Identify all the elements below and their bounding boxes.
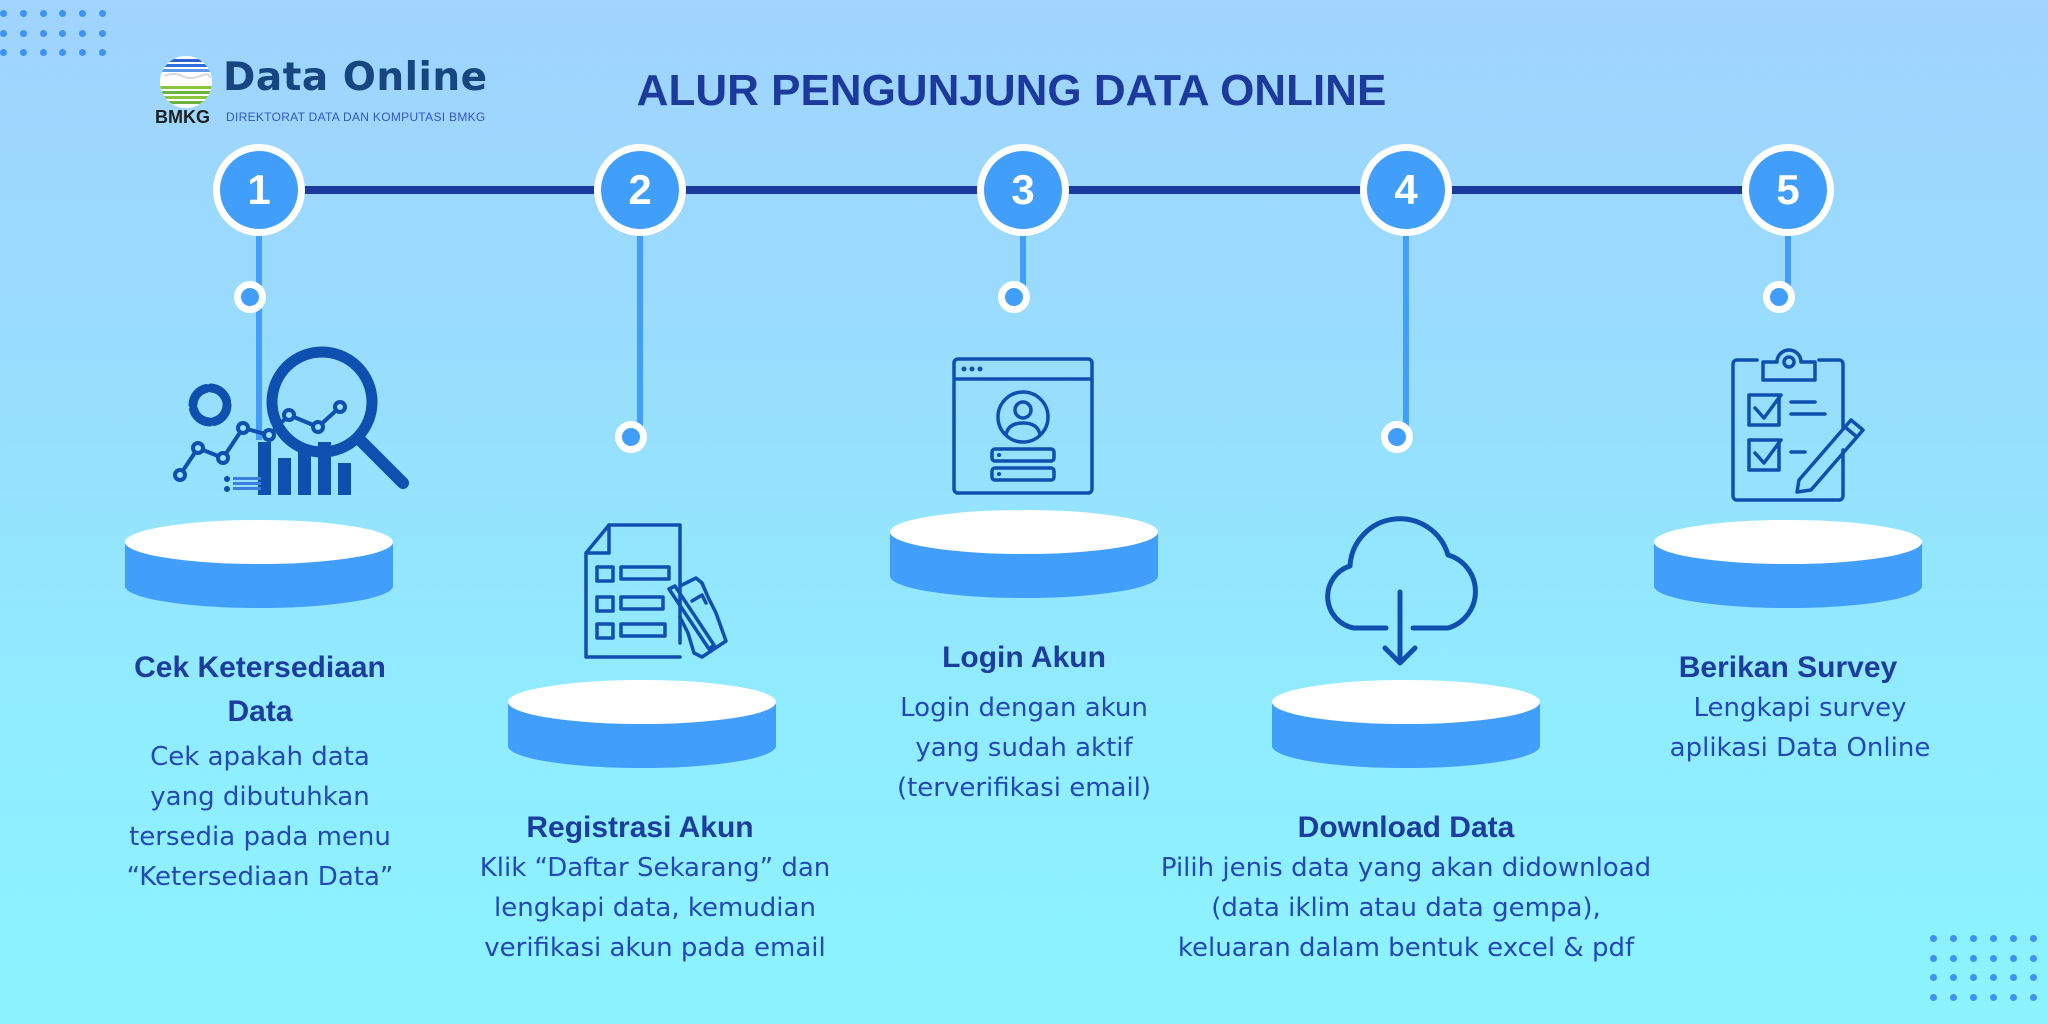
page-title-wrap: ALUR PENGUNJUNG DATA ONLINE (0, 66, 2048, 116)
step-1-description: Cek apakah data yang dibutuhkan tersedia… (80, 737, 440, 897)
logo: Data Online BMKG DIREKTORAT DATA DAN KOM… (155, 52, 495, 132)
logo-org: BMKG (155, 107, 210, 127)
decorative-dot-grid-top-left (0, 10, 119, 69)
step-4-title-line: Download Data (1297, 811, 1515, 844)
step-4-desc-line: Pilih jenis data yang akan didownload (1160, 853, 1652, 883)
step-1-title-line: Cek Ketersediaan (134, 651, 386, 684)
step-3-title-line: Login Akun (942, 641, 1106, 674)
step-1-desc-line: yang dibutuhkan (150, 782, 370, 812)
step-1-desc-line: “Ketersediaan Data” (126, 862, 394, 892)
logo-title-text: Data Online (223, 55, 488, 100)
step-2-number-badge: 2 (594, 144, 686, 236)
step-5-title-line: Berikan Survey (1678, 651, 1898, 684)
step-5-connector (1785, 230, 1791, 300)
step-4-pedestal (1272, 680, 1540, 768)
step-2-desc-line: lengkapi data, kemudian (494, 893, 816, 923)
step-3-desc-line: (terverifikasi email) (896, 773, 1152, 803)
step-2-end-dot (615, 421, 647, 453)
step-2-title: Registrasi Akun (440, 806, 840, 850)
step-5-pedestal (1654, 520, 1922, 608)
bmkg-emblem-icon (160, 56, 212, 108)
analytics-search-icon (170, 345, 440, 495)
step-5-end-dot (1763, 281, 1795, 313)
step-3-number: 3 (1011, 166, 1035, 213)
step-1-number: 1 (247, 166, 271, 213)
decorative-dot-grid-bottom-right (1930, 935, 2048, 1013)
step-2-desc-line: verifikasi akun pada email (484, 933, 826, 963)
step-5-desc-line: Lengkapi survey (1693, 693, 1907, 723)
step-2-description: Klik “Daftar Sekarang” dan lengkapi data… (440, 848, 870, 968)
step-3-connector (1020, 230, 1026, 300)
step-2-connector (637, 230, 643, 440)
step-1-number-badge: 1 (213, 144, 305, 236)
step-4-title: Download Data (1156, 806, 1656, 850)
step-5-number-badge: 5 (1742, 144, 1834, 236)
step-4-end-dot (1381, 421, 1413, 453)
form-write-icon (584, 523, 736, 661)
step-2-pedestal (508, 680, 776, 768)
step-3-desc-line: Login dengan akun (900, 693, 1148, 723)
step-4-connector (1403, 230, 1409, 440)
step-5-description: Lengkapi survey aplikasi Data Online (1600, 688, 2000, 768)
step-5-title: Berikan Survey (1588, 646, 1988, 690)
step-3-pedestal (890, 510, 1158, 598)
cloud-download-icon (1318, 510, 1490, 670)
login-window-icon (952, 357, 1094, 495)
step-2-number: 2 (628, 166, 652, 213)
step-1-end-dot (234, 281, 266, 313)
page-title: ALUR PENGUNJUNG DATA ONLINE (636, 66, 1387, 115)
step-4-description: Pilih jenis data yang akan didownload (d… (1126, 848, 1686, 968)
step-3-description: Login dengan akun yang sudah aktif (terv… (824, 688, 1224, 808)
step-1-connector (256, 230, 262, 440)
step-1-title-line: Data (227, 695, 293, 728)
step-3-title: Login Akun (824, 636, 1224, 680)
step-1-desc-line: Cek apakah data (150, 742, 370, 772)
step-3-end-dot (998, 281, 1030, 313)
step-3-desc-line: yang sudah aktif (915, 733, 1133, 763)
step-4-desc-line: (data iklim atau data gempa), (1211, 893, 1601, 923)
step-1-pedestal (125, 520, 393, 608)
step-4-number-badge: 4 (1360, 144, 1452, 236)
step-4-desc-line: keluaran dalam bentuk excel & pdf (1177, 933, 1635, 963)
logo-title: Data Online (223, 55, 488, 100)
step-5-desc-line: aplikasi Data Online (1669, 733, 1931, 763)
survey-clipboard-icon (1729, 340, 1871, 504)
step-1-desc-line: tersedia pada menu (129, 822, 391, 852)
logo-subtitle: DIREKTORAT DATA DAN KOMPUTASI BMKG (226, 110, 486, 124)
step-2-desc-line: Klik “Daftar Sekarang” dan (479, 853, 831, 883)
step-5-number: 5 (1776, 166, 1800, 213)
step-1-title: Cek Ketersediaan Data (80, 646, 440, 734)
step-2-title-line: Registrasi Akun (526, 811, 754, 844)
step-4-number: 4 (1394, 166, 1418, 213)
step-3-number-badge: 3 (977, 144, 1069, 236)
